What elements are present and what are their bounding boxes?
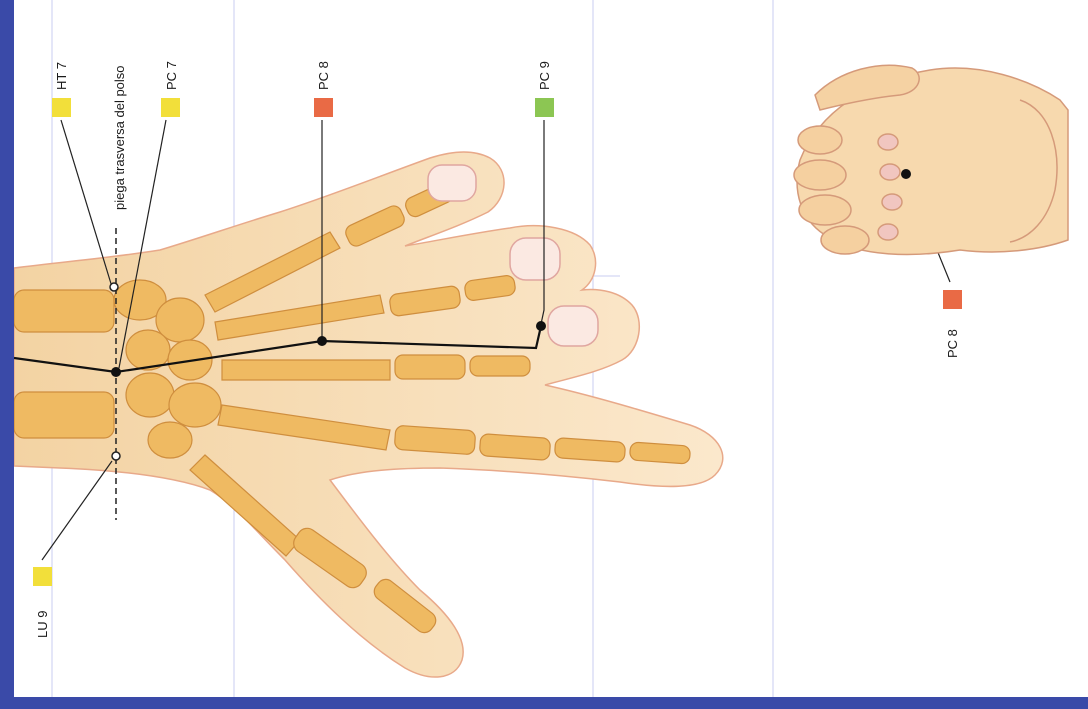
pc8-small-marker [943,290,962,309]
lu9-label: LU 9 [35,611,50,638]
lu9-marker [33,567,52,586]
crease-label: piega trasversa del polso [112,65,127,210]
pc8-point [317,336,327,346]
figure-panel: HT 7 PC 7 piega trasversa del polso PC 8… [14,0,1088,697]
lu9-point [112,452,120,460]
hand-acupoint-diagram: HT 7 PC 7 piega trasversa del polso PC 8… [14,0,1088,697]
fist-illustration [794,65,1068,254]
pc7-marker [161,98,180,117]
ht7-label: HT 7 [54,62,69,90]
pc9-label: PC 9 [537,61,552,90]
pc8-small-label: PC 8 [945,329,960,358]
ht7-marker [52,98,71,117]
pc9-point [536,321,546,331]
pc9-marker [535,98,554,117]
pc7-label: PC 7 [164,61,179,90]
ht7-point [110,283,118,291]
pc8-marker [314,98,333,117]
pc8-label: PC 8 [316,61,331,90]
pc7-point [111,367,121,377]
fist-pc8-point [901,169,911,179]
